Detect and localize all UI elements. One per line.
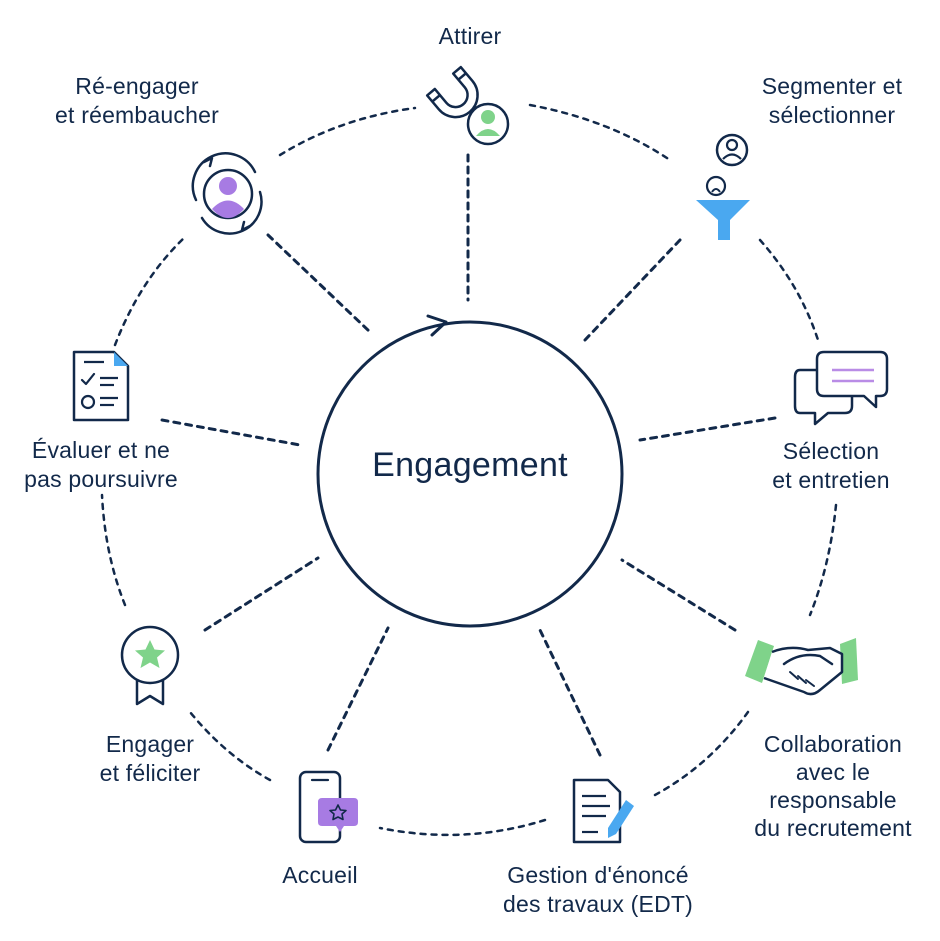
label-evaluate-line-2: pas poursuivre: [24, 466, 178, 492]
arc-reengage-attract: [278, 106, 417, 157]
spoke-reengage: [266, 233, 372, 334]
label-screen-line-2: et entretien: [772, 467, 890, 493]
label-segment-line-2: sélectionner: [768, 102, 896, 128]
label-evaluate-line-1: Évaluer et ne: [31, 437, 171, 463]
label-collaborate: Collaboration avec le responsable du rec…: [728, 730, 938, 842]
spoke-engage: [203, 556, 320, 632]
label-reengage-line-2: et réembaucher: [55, 102, 219, 128]
label-collaborate-line-3: responsable: [769, 787, 897, 813]
chat-bubbles-icon: [793, 350, 889, 426]
label-attract: Attirer: [400, 22, 540, 51]
outer-connectors: [100, 103, 838, 837]
label-screen-line-1: Sélection: [782, 438, 880, 464]
label-segment-line-1: Segmenter et: [761, 73, 903, 99]
spoke-sow: [538, 628, 602, 757]
label-sow: Gestion d'énoncé des travaux (EDT): [478, 861, 718, 919]
label-evaluate: Évaluer et ne pas poursuivre: [0, 436, 202, 494]
cycle-arrow-icon: [426, 314, 448, 337]
arc-sow-onboard: [378, 818, 547, 837]
award-star-icon: [120, 625, 180, 706]
checklist-icon: [72, 350, 130, 422]
spoke-collaborate: [620, 558, 737, 632]
spoke-segment: [583, 238, 682, 342]
label-segment: Segmenter et sélectionner: [732, 72, 932, 130]
label-engage-line-1: Engager: [105, 731, 195, 757]
label-engage-line-2: et féliciter: [99, 760, 201, 786]
label-sow-line-2: des travaux (EDT): [502, 891, 693, 917]
arc-engage-evaluate: [100, 493, 127, 607]
funnel-people-icon: [696, 133, 750, 240]
arc-evaluate-reengage: [113, 235, 187, 347]
label-reengage-line-1: Ré-engager: [75, 73, 199, 99]
label-sow-line-1: Gestion d'énoncé: [507, 862, 689, 888]
spoke-screen: [638, 416, 777, 442]
arc-collaborate-sow: [653, 710, 750, 797]
arc-segment-screen: [758, 238, 820, 342]
label-collaborate-line-4: du recrutement: [754, 815, 912, 841]
phone-star-icon: [298, 770, 358, 844]
label-onboard-line-1: Accueil: [282, 862, 358, 888]
magnet-person-icon: [425, 65, 510, 146]
label-collaborate-line-2: avec le: [795, 759, 871, 785]
arc-attract-segment: [528, 103, 672, 162]
spokes: [160, 153, 777, 757]
label-onboard: Accueil: [250, 861, 390, 890]
arc-onboard-engage: [188, 710, 272, 782]
document-pen-icon: [572, 778, 634, 844]
handshake-icon: [745, 638, 858, 696]
center-cycle: [316, 314, 624, 628]
label-reengage: Ré-engager et réembaucher: [26, 72, 248, 130]
arc-screen-collaborate: [808, 503, 838, 617]
label-collaborate-line-1: Collaboration: [763, 731, 903, 757]
spoke-onboard: [326, 626, 390, 752]
spoke-evaluate: [160, 418, 302, 447]
label-engage: Engager et féliciter: [70, 730, 230, 788]
label-screen: Sélection et entretien: [745, 437, 917, 495]
center-title: Engagement: [372, 446, 568, 484]
label-attract-line-1: Attirer: [438, 23, 502, 49]
cycle-person-icon: [191, 152, 263, 235]
